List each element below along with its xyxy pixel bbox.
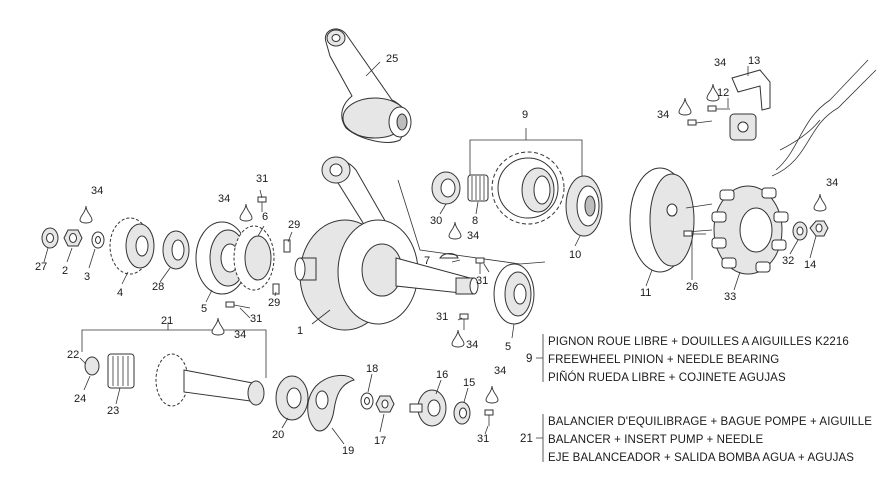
callout-11: 11 <box>640 287 651 299</box>
callout-34i: 34 <box>826 177 838 189</box>
part-washer-18 <box>360 392 374 410</box>
legend-9-line-en: FREEWHEEL PINION + NEEDLE BEARING <box>548 354 779 366</box>
callout-31a: 31 <box>256 173 268 185</box>
part-seal-15 <box>453 401 471 425</box>
part-needle-bearing <box>467 174 489 202</box>
legend-21-line-en: BALANCER + INSERT PUMP + NEEDLE <box>548 434 764 446</box>
callout-34b: 34 <box>218 193 230 205</box>
callout-34h: 34 <box>657 109 669 121</box>
legend-group-9: 9 PIGNON ROUE LIBRE + DOUILLES A AIGUILL… <box>526 334 849 384</box>
part-crankshaft <box>294 156 479 331</box>
callout-29b: 29 <box>268 297 280 309</box>
part-freewheel-pinion <box>469 128 583 225</box>
callout-34c: 34 <box>234 329 246 341</box>
part-nut-2 <box>63 229 83 247</box>
callout-31c: 31 <box>476 275 488 287</box>
callout-7: 7 <box>424 255 430 267</box>
part-oil-seal <box>431 171 461 205</box>
part-bracket <box>731 69 771 111</box>
callout-32: 32 <box>782 255 794 267</box>
callout-34f: 34 <box>494 365 506 377</box>
callout-23: 23 <box>107 405 119 417</box>
callout-3: 3 <box>84 271 90 283</box>
callout-22: 22 <box>67 349 79 361</box>
callout-5b: 5 <box>505 341 511 353</box>
drop-icons <box>79 83 827 404</box>
part-connecting-rod <box>324 28 412 143</box>
leader-lines <box>43 61 817 445</box>
legend-21-line-fr: BALANCIER D'EQUILIBRAGE + BAGUE POMPE + … <box>548 416 872 428</box>
legend-group-21: 21 BALANCIER D'EQUILIBRAGE + BAGUE POMPE… <box>520 414 872 464</box>
callout-27: 27 <box>35 261 47 273</box>
legend-9-line-fr: PIGNON ROUE LIBRE + DOUILLES A AIGUILLES… <box>548 336 849 348</box>
part-gear-4 <box>109 217 155 275</box>
callout-19: 19 <box>342 445 354 457</box>
callout-20: 20 <box>272 429 284 441</box>
callout-21a: 21 <box>161 315 173 327</box>
callout-4: 4 <box>117 287 123 299</box>
callout-9a: 9 <box>522 109 528 121</box>
callout-28: 28 <box>152 281 164 293</box>
part-pump-drive-16 <box>409 389 447 427</box>
callout-15: 15 <box>463 377 475 389</box>
callout-18: 18 <box>366 363 378 375</box>
callout-5a: 5 <box>201 303 207 315</box>
callout-31b: 31 <box>250 313 262 325</box>
part-washer-27 <box>41 227 59 249</box>
callout-1: 1 <box>297 325 303 337</box>
callout-labels: 1 2 3 4 5 5 6 7 8 9 10 11 12 13 14 15 16… <box>35 53 838 457</box>
part-pin-29 <box>272 239 291 295</box>
callout-13: 13 <box>748 55 760 67</box>
callout-24: 24 <box>74 393 86 405</box>
part-nut-14 <box>809 220 829 237</box>
callout-34e: 34 <box>466 339 478 351</box>
callout-31e: 31 <box>477 433 489 445</box>
legend-9-line-es: PIÑÓN RUEDA LIBRE + COJINETE AGUJAS <box>548 371 786 384</box>
part-balancer-assembly <box>81 322 267 407</box>
callout-10: 10 <box>569 249 581 261</box>
legend-21-number: 21 <box>520 433 533 445</box>
part-bearing-5-right <box>493 263 535 325</box>
part-nut-17 <box>375 395 395 413</box>
callout-6: 6 <box>262 211 268 223</box>
part-balancer-weight-19 <box>307 375 355 432</box>
callout-30: 30 <box>430 215 442 227</box>
callout-17: 17 <box>374 435 386 447</box>
legend-9-number: 9 <box>526 353 533 365</box>
part-gear-6 <box>233 225 275 291</box>
callout-16: 16 <box>436 369 448 381</box>
callout-8: 8 <box>472 215 478 227</box>
legend-21-line-es: EJE BALANCEADOR + SALIDA BOMBA AGUA + AG… <box>548 452 854 464</box>
callout-31d: 31 <box>436 311 448 323</box>
part-washer-32 <box>792 221 808 241</box>
part-pickup-coil <box>729 113 757 141</box>
callout-12: 12 <box>717 87 729 99</box>
part-bolts <box>225 105 730 426</box>
callout-34g: 34 <box>714 57 726 69</box>
part-washer-3 <box>91 231 105 249</box>
callout-34d: 34 <box>467 230 479 242</box>
part-flywheel <box>629 167 713 273</box>
callout-25: 25 <box>386 53 398 65</box>
part-bearing-20 <box>275 375 309 421</box>
callout-2: 2 <box>62 265 68 277</box>
callout-33: 33 <box>724 291 736 303</box>
callout-14: 14 <box>804 259 816 271</box>
callout-26: 26 <box>686 281 698 293</box>
part-freewheel <box>565 175 603 237</box>
part-stator <box>711 59 877 275</box>
part-bearing-28 <box>162 230 190 270</box>
callout-34a: 34 <box>91 185 103 197</box>
callout-29a: 29 <box>288 219 300 231</box>
